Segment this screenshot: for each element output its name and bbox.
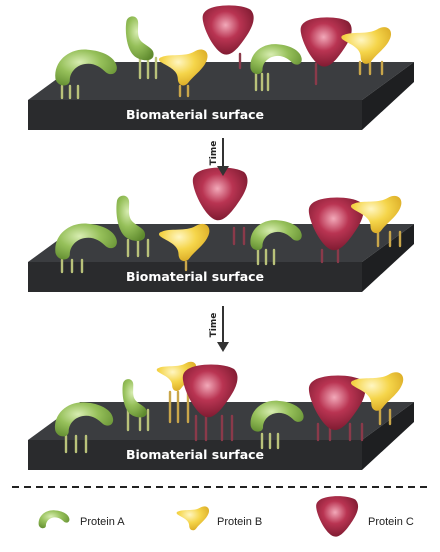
- arrow-head: [217, 342, 229, 352]
- time-arrow: Time: [209, 306, 229, 352]
- protein-b: [350, 195, 402, 248]
- protein-c: [308, 197, 364, 264]
- surface-side: [362, 62, 414, 130]
- surface-side: [362, 402, 414, 470]
- surface-front: [28, 262, 362, 292]
- protein-a: [54, 402, 114, 454]
- protein-c: [182, 364, 238, 442]
- protein-b-icon: [176, 506, 210, 531]
- time-label: Time: [209, 141, 219, 166]
- surface-top: [28, 62, 414, 100]
- protein-b: [158, 49, 208, 98]
- surface-front: [28, 440, 362, 470]
- surface-label: Biomaterial surface: [126, 269, 264, 284]
- protein-a: [122, 379, 150, 432]
- legend-item-protein-c: Protein C: [316, 496, 414, 537]
- protein-a: [55, 49, 117, 100]
- legend-item-protein-a: Protein A: [38, 510, 125, 529]
- protein-c: [192, 167, 248, 246]
- protein-c-body: [202, 5, 254, 55]
- protein-c: [300, 17, 352, 86]
- panel-2: Biomaterial surface: [28, 167, 414, 292]
- protein-b: [158, 223, 210, 272]
- legend-label-protein-c: Protein C: [368, 516, 414, 528]
- time-label: Time: [209, 313, 219, 338]
- protein-b: [156, 361, 197, 424]
- arrow-head: [217, 166, 229, 176]
- protein-b: [341, 27, 392, 76]
- protein-a: [250, 220, 302, 266]
- legend-label-protein-a: Protein A: [80, 516, 125, 528]
- protein-a: [116, 195, 150, 258]
- protein-c-body: [300, 17, 352, 67]
- protein-a: [125, 16, 158, 80]
- protein-a-icon: [38, 510, 70, 529]
- protein-c: [202, 5, 254, 70]
- panel-3: Biomaterial surface: [28, 361, 414, 470]
- protein-a: [250, 400, 304, 450]
- legend-label-protein-b: Protein B: [217, 516, 262, 528]
- protein-b: [350, 372, 404, 426]
- panel-1: Biomaterial surface: [28, 5, 414, 130]
- protein-c-icon: [316, 496, 359, 537]
- protein-a: [250, 44, 302, 92]
- protein-c-body: [192, 167, 248, 221]
- surface-label: Biomaterial surface: [126, 447, 264, 462]
- protein-a: [55, 223, 117, 274]
- time-arrow: Time: [209, 138, 229, 176]
- protein-c: [308, 375, 366, 442]
- surface-label: Biomaterial surface: [126, 107, 264, 122]
- surface-front: [28, 100, 362, 130]
- legend-item-protein-b: Protein B: [176, 506, 262, 531]
- protein-a-body: [125, 16, 154, 61]
- legend: Protein A Protein B Protein C: [38, 496, 414, 537]
